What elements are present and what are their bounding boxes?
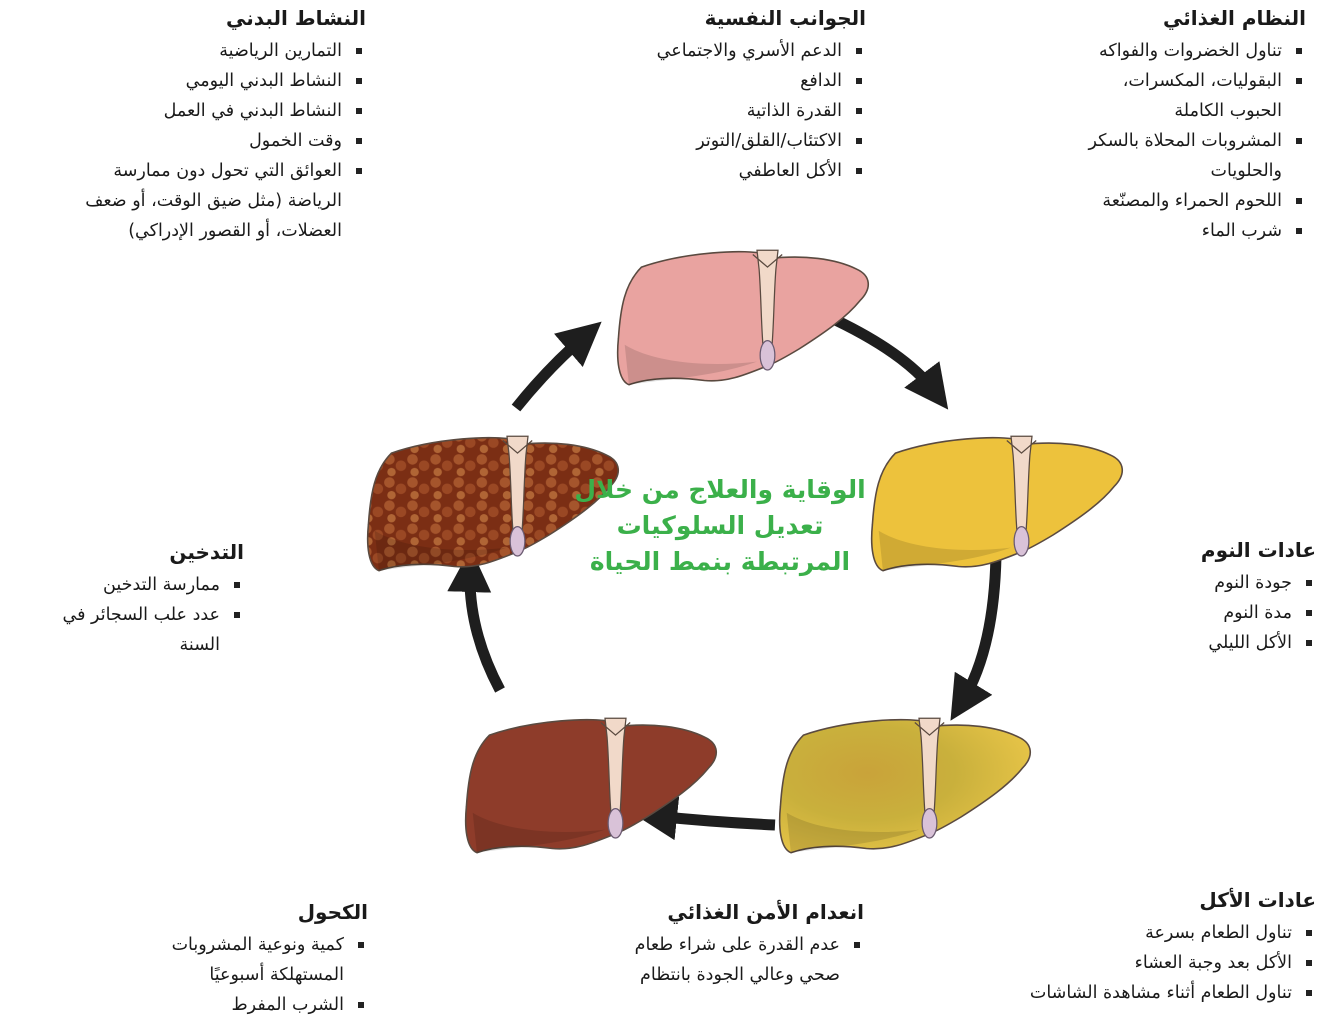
arrow-fibrotic-to-cirrhotic xyxy=(470,570,500,690)
liver-fibrotic-gallbladder xyxy=(608,809,623,838)
liver-fatty-gallbladder xyxy=(1014,527,1029,556)
liver-fibrotic xyxy=(466,718,717,852)
liver-cirrhotic-gallbladder xyxy=(510,527,525,556)
center-title: الوقاية والعلاج من خلال تعديل السلوكيات … xyxy=(560,472,880,580)
liver-fatty xyxy=(872,436,1123,570)
liver-inflamed xyxy=(780,718,1031,852)
liver-inflamed-gallbladder xyxy=(922,809,937,838)
liver-healthy-gallbladder xyxy=(760,341,775,370)
liver-healthy xyxy=(618,250,869,384)
arrow-cirrhotic-to-healthy xyxy=(516,336,585,408)
arrow-healthy-to-fatty xyxy=(827,316,935,392)
arrow-inflamed-to-fibrotic xyxy=(655,816,775,825)
arrow-fatty-to-inflamed xyxy=(962,556,996,702)
